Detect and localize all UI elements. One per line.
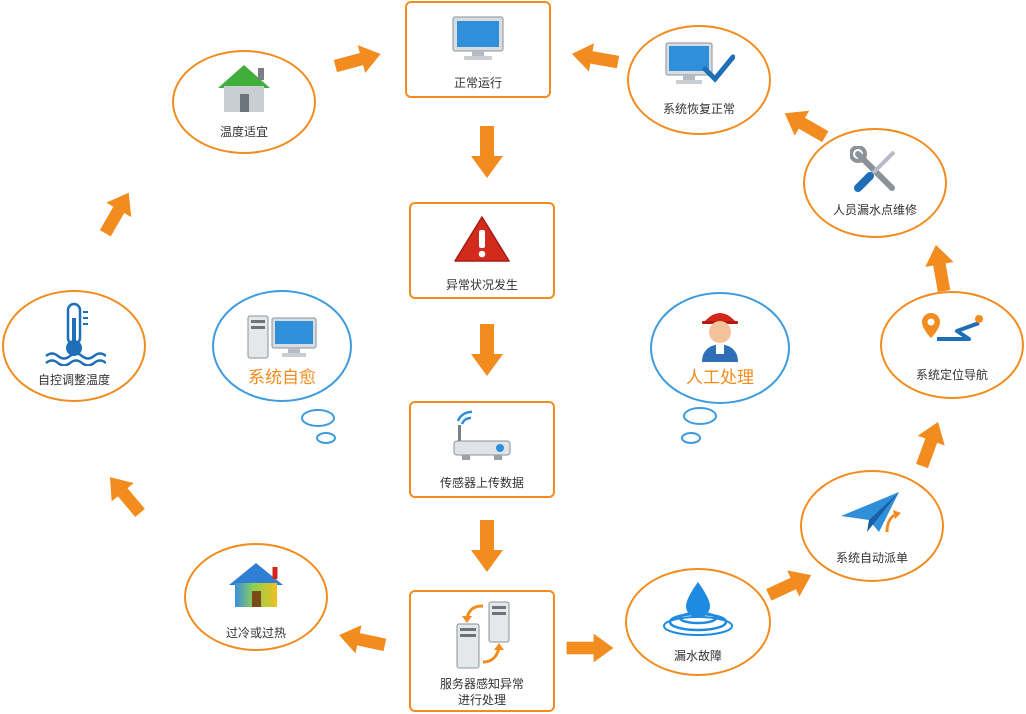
heat-house-icon [229,563,283,607]
node-overheat: 过冷或过热 [184,543,328,651]
bubble-self-heal: 系统自愈 [212,290,352,402]
node-repair-label: 人员漏水点维修 [832,203,917,217]
node-abnormal: 异常状况发生 [409,202,555,299]
server-monitor-icon [247,315,317,359]
bubble-dot-self-1 [301,409,335,427]
node-temp-ok: 温度适宜 [172,50,316,154]
arrow-leak-to-dispatch [762,562,818,608]
server-sync-icon [456,601,510,669]
arrow-overheat-to-adjust [98,467,152,523]
arrow-locate-to-repair [921,242,959,294]
bubble-dot-manual-1 [683,407,717,425]
arrow-sensor-to-server [471,520,503,572]
node-repair: 人员漏水点维修 [803,128,947,238]
house-icon [218,65,270,112]
node-overheat-label: 过冷或过热 [225,626,286,640]
node-locate: 系统定位导航 [880,291,1024,399]
location-route-icon [922,313,983,341]
thermometer-icon [45,302,106,366]
node-sensor: 传感器上传数据 [409,401,555,498]
bubble-manual: 人工处理 [650,292,790,404]
node-normal-label: 正常运行 [453,76,502,90]
bubble-dot-manual-2 [681,432,701,444]
wrench-screwdriver-icon [850,146,896,192]
arrow-recover-to-normal [569,39,621,77]
arrow-tempok-to-normal [331,40,385,80]
node-leak: 漏水故障 [625,568,771,676]
node-dispatch-label: 系统自动派单 [835,551,908,565]
router-icon [453,410,511,460]
bubble-self-heal-label: 系统自愈 [248,368,316,388]
node-server: 服务器感知异常 进行处理 [409,590,555,712]
arrow-abnormal-to-sensor [471,324,503,376]
arrow-repair-to-recover [777,100,833,150]
node-locate-label: 系统定位导航 [915,368,988,382]
node-auto-adjust-label: 自控调整温度 [37,373,110,387]
bubble-dot-self-2 [316,432,336,444]
monitor-check-icon [665,42,735,84]
arrow-server-to-leak [566,633,614,663]
paper-plane-icon [841,492,901,533]
node-sensor-label: 传感器上传数据 [439,476,524,490]
bubble-manual-label: 人工处理 [686,368,754,388]
node-temp-ok-label: 温度适宜 [219,125,268,139]
water-drop-icon [663,582,733,636]
arrow-normal-to-abnormal [471,126,503,178]
node-server-label-1: 服务器感知异常 [439,677,524,691]
node-normal: 正常运行 [405,1,551,98]
node-recover: 系统恢复正常 [627,25,771,135]
arrow-dispatch-to-locate [908,417,952,471]
node-auto-adjust: 自控调整温度 [2,290,146,402]
worker-icon [702,313,738,362]
node-recover-label: 系统恢复正常 [662,102,735,116]
monitor-icon [452,16,504,60]
warning-icon [454,216,510,262]
node-server-label-2: 进行处理 [457,693,506,707]
node-dispatch: 系统自动派单 [800,470,944,582]
arrow-server-to-overheat [336,621,388,659]
arrow-adjust-to-tempok [92,185,142,241]
node-leak-label: 漏水故障 [673,649,722,663]
node-abnormal-label: 异常状况发生 [445,278,518,292]
